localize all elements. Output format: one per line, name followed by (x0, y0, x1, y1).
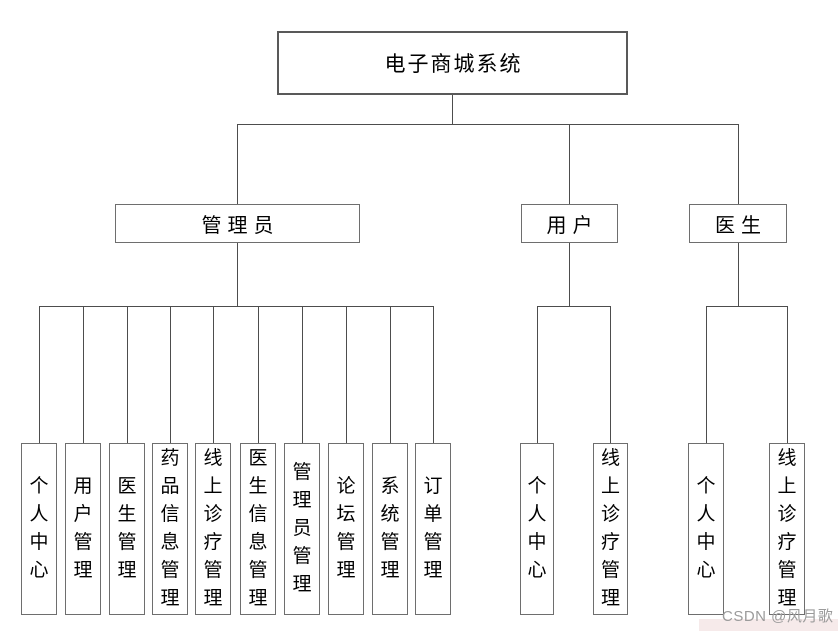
connector-doctor-horizontal (706, 306, 788, 307)
node-user-online-diagnosis-management: 线上诊疗管理 (593, 443, 628, 615)
watermark-text: CSDN @风月歌 (722, 608, 834, 625)
connector-level1-horizontal (237, 124, 739, 125)
leaf-label: 线上诊疗管理 (203, 448, 223, 609)
connector-admin-horizontal (39, 306, 434, 307)
connector-admin-child-drop (258, 306, 259, 443)
node-root-label: 电子商城系统 (384, 53, 523, 76)
connector-doctor-child-drop (706, 306, 707, 443)
node-admin-doctor-info-management: 医生信息管理 (240, 443, 276, 615)
connector-admin-stem (237, 243, 238, 306)
node-user-label: 用户 (546, 215, 599, 237)
node-admin-drug-info-management: 药品信息管理 (152, 443, 188, 615)
connector-admin-child-drop (39, 306, 40, 443)
leaf-label: 药品信息管理 (160, 448, 180, 609)
leaf-label: 论坛管理 (336, 476, 356, 581)
node-doctor-personal-center: 个人中心 (688, 443, 724, 615)
connector-user-child-drop (610, 306, 611, 443)
leaf-label: 订单管理 (423, 476, 443, 581)
connector-admin-child-drop (83, 306, 84, 443)
node-admin-admin-management: 管理员管理 (284, 443, 320, 615)
node-doctor: 医生 (689, 204, 787, 243)
connector-admin-child-drop (213, 306, 214, 443)
node-admin-label: 管理员 (201, 215, 280, 237)
watermark-band (699, 619, 838, 631)
connector-admin-child-drop (302, 306, 303, 443)
leaf-label: 医生管理 (117, 476, 137, 581)
node-admin-system-management: 系统管理 (372, 443, 408, 615)
connector-admin-child-drop (433, 306, 434, 443)
connector-drop-admin (237, 124, 238, 204)
node-admin-doctor-management: 医生管理 (109, 443, 145, 615)
connector-drop-doctor (738, 124, 739, 204)
leaf-label: 管理员管理 (292, 462, 312, 595)
connector-admin-child-drop (127, 306, 128, 443)
node-admin-personal-center: 个人中心 (21, 443, 57, 615)
leaf-label: 系统管理 (380, 476, 400, 581)
connector-doctor-stem (738, 243, 739, 306)
connector-root-drop (452, 95, 453, 124)
node-user-personal-center: 个人中心 (520, 443, 554, 615)
node-admin: 管理员 (115, 204, 360, 243)
connector-admin-child-drop (170, 306, 171, 443)
connector-doctor-child-drop (787, 306, 788, 443)
node-admin-order-management: 订单管理 (415, 443, 451, 615)
leaf-label: 线上诊疗管理 (600, 448, 620, 609)
node-doctor-label: 医生 (715, 215, 767, 237)
connector-admin-child-drop (346, 306, 347, 443)
leaf-label: 个人中心 (696, 476, 716, 581)
connector-user-stem (569, 243, 570, 306)
connector-drop-user (569, 124, 570, 204)
leaf-label: 用户管理 (73, 476, 93, 581)
leaf-label: 线上诊疗管理 (777, 448, 797, 609)
leaf-label: 个人中心 (29, 476, 49, 581)
leaf-label: 医生信息管理 (248, 448, 268, 609)
node-admin-forum-management: 论坛管理 (328, 443, 364, 615)
node-doctor-online-diagnosis-management: 线上诊疗管理 (769, 443, 805, 615)
node-admin-online-diagnosis-management: 线上诊疗管理 (195, 443, 231, 615)
connector-user-horizontal (537, 306, 611, 307)
connector-user-child-drop (537, 306, 538, 443)
node-admin-user-management: 用户管理 (65, 443, 101, 615)
node-user: 用户 (521, 204, 618, 243)
leaf-label: 个人中心 (527, 476, 547, 581)
connector-admin-child-drop (390, 306, 391, 443)
node-root: 电子商城系统 (277, 31, 628, 95)
